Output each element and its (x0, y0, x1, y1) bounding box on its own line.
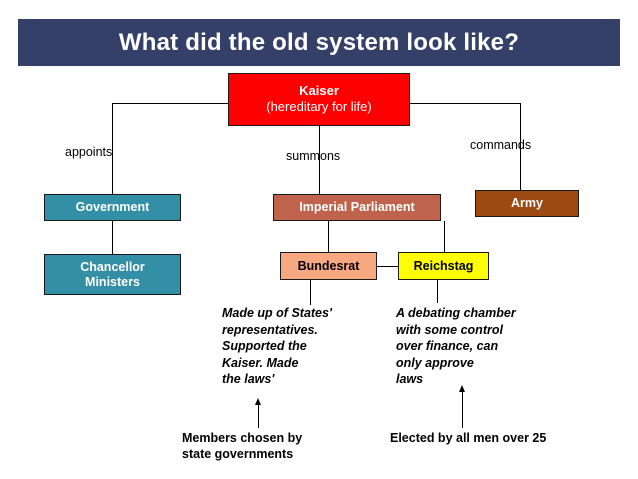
arrow-up-icon-bundesrat-source (255, 398, 263, 428)
arrow-head (255, 398, 261, 405)
connector-kaiser-to-army-vertical (520, 103, 521, 191)
node-bundesrat-label: Bundesrat (297, 258, 360, 273)
node-reichstag-label: Reichstag (413, 258, 474, 273)
node-kaiser-subtitle: (hereditary for life) (266, 99, 372, 114)
edge-label-summons: summons (286, 149, 341, 163)
arrow-shaft (258, 404, 259, 428)
connector-kaiser-to-government-horizontal (112, 103, 229, 104)
node-government[interactable]: Government (44, 194, 181, 221)
connector-government-to-chancellor (112, 221, 113, 254)
connector-bundesrat-to-reichstag (377, 266, 399, 267)
connector-kaiser-to-parliament (319, 126, 320, 195)
node-chancellor-ministers[interactable]: Chancellor Ministers (44, 254, 181, 295)
node-kaiser[interactable]: Kaiser (hereditary for life) (228, 73, 410, 126)
caption-reichstag-source: Elected by all men over 25 (390, 431, 547, 445)
arrow-up-icon-reichstag-source (459, 385, 467, 428)
slide-title-bar: What did the old system look like? (18, 19, 620, 66)
caption-bundesrat-source: Members chosen by state governments (182, 431, 303, 462)
edge-label-commands: commands (470, 138, 532, 152)
page-title: What did the old system look like? (118, 28, 520, 56)
node-imperial-parliament[interactable]: Imperial Parliament (273, 194, 441, 221)
node-kaiser-title: Kaiser (299, 83, 339, 99)
connector-parliament-to-reichstag (444, 221, 445, 253)
node-ministers-label: Ministers (85, 274, 140, 289)
node-army-label: Army (511, 196, 543, 211)
node-government-label: Government (75, 200, 150, 215)
description-reichstag: A debating chamber with some control ove… (396, 306, 516, 386)
arrow-shaft (462, 391, 463, 428)
node-bundesrat[interactable]: Bundesrat (280, 252, 377, 280)
connector-bundesrat-to-description (310, 280, 311, 305)
connector-parliament-to-bundesrat (328, 221, 329, 253)
node-army[interactable]: Army (475, 190, 579, 217)
node-imperial-parliament-label: Imperial Parliament (299, 200, 415, 215)
description-bundesrat: Made up of States' representatives. Supp… (222, 306, 332, 386)
node-chancellor-label: Chancellor (80, 260, 145, 275)
connector-kaiser-to-army-horizontal (410, 103, 521, 104)
connector-kaiser-to-government-vertical (112, 103, 113, 195)
connector-reichstag-to-description (437, 280, 438, 303)
arrow-head (459, 385, 465, 392)
node-reichstag[interactable]: Reichstag (398, 252, 489, 280)
edge-label-appoints: appoints (65, 145, 113, 159)
